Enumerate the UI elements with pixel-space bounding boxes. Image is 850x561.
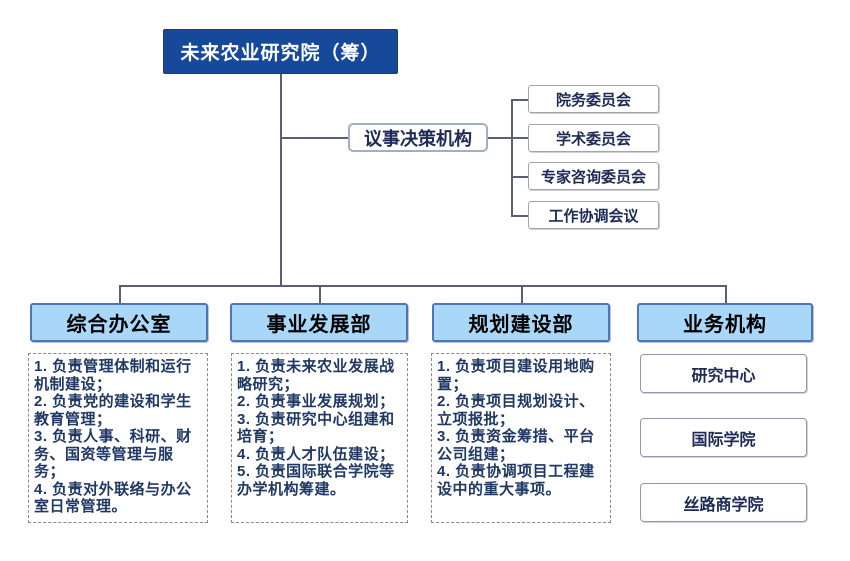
committee-node-4: 工作协调会议 (528, 201, 659, 229)
committee-node-2: 学术委员会 (528, 124, 659, 152)
duty-item: 1. 负责未来农业发展战略研究； (237, 358, 395, 393)
duty-item: 4. 负责人才队伍建设； (237, 445, 395, 463)
connector-stub-committee-3 (511, 176, 528, 178)
duty-item: 3. 负责研究中心组建和培育； (237, 410, 395, 446)
connector-stub-dept-2 (319, 285, 321, 303)
duty-item: 1. 负责管理体制和运行机制建设； (34, 358, 192, 393)
duty-item: 2. 负责党的建设和学生教育管理； (34, 393, 192, 428)
dept-node-planning: 规划建设部 (432, 303, 610, 342)
duties-list-planning: 1. 负责项目建设用地购置； 2. 负责项目规划设计、立项报批； 3. 负责资金… (431, 353, 611, 523)
committee-node-3: 专家咨询委员会 (528, 162, 659, 190)
dept-node-business-units: 业务机构 (637, 303, 813, 342)
duty-item: 4. 负责协调项目工程建设中的重大事项。 (437, 463, 595, 498)
root-node: 未来农业研究院（筹） (163, 29, 398, 74)
duty-item: 4. 负责对外联络与办公室日常管理。 (34, 480, 192, 516)
connector-departments-horizontal (119, 285, 726, 287)
unit-node-silkroad-school: 丝路商学院 (640, 483, 807, 522)
connector-root-vertical (280, 74, 282, 285)
dept-node-general-office: 综合办公室 (30, 303, 208, 342)
duties-list-general-office: 1. 负责管理体制和运行机制建设； 2. 负责党的建设和学生教育管理； 3. 负… (28, 353, 208, 523)
connector-stub-dept-3 (521, 285, 523, 303)
connector-decision-right (488, 137, 511, 139)
connector-stub-dept-1 (119, 285, 121, 303)
decision-body-node: 议事决策机构 (348, 123, 488, 152)
connector-stub-dept-4 (725, 285, 727, 303)
connector-stub-committee-4 (511, 215, 528, 217)
connector-committee-spine (511, 99, 513, 216)
connector-branch-decision (280, 137, 348, 139)
dept-node-development: 事业发展部 (230, 303, 408, 342)
duties-list-development: 1. 负责未来农业发展战略研究； 2. 负责事业发展规划； 3. 负责研究中心组… (231, 353, 408, 523)
unit-node-research-center: 研究中心 (640, 354, 807, 393)
connector-stub-committee-2 (511, 137, 528, 139)
connector-stub-committee-1 (511, 99, 528, 101)
duty-item: 3. 负责人事、科研、财务、国资等管理与服务； (34, 428, 192, 481)
duty-item: 2. 负责事业发展规划； (237, 393, 395, 411)
unit-node-intl-college: 国际学院 (640, 418, 807, 457)
duty-item: 5. 负责国际联合学院等办学机构筹建。 (237, 463, 395, 498)
duty-item: 3. 负责资金筹措、平台公司组建； (437, 428, 595, 463)
duty-item: 1. 负责项目建设用地购置； (437, 358, 595, 393)
committee-node-1: 院务委员会 (528, 85, 659, 113)
duty-item: 2. 负责项目规划设计、立项报批； (437, 393, 595, 428)
